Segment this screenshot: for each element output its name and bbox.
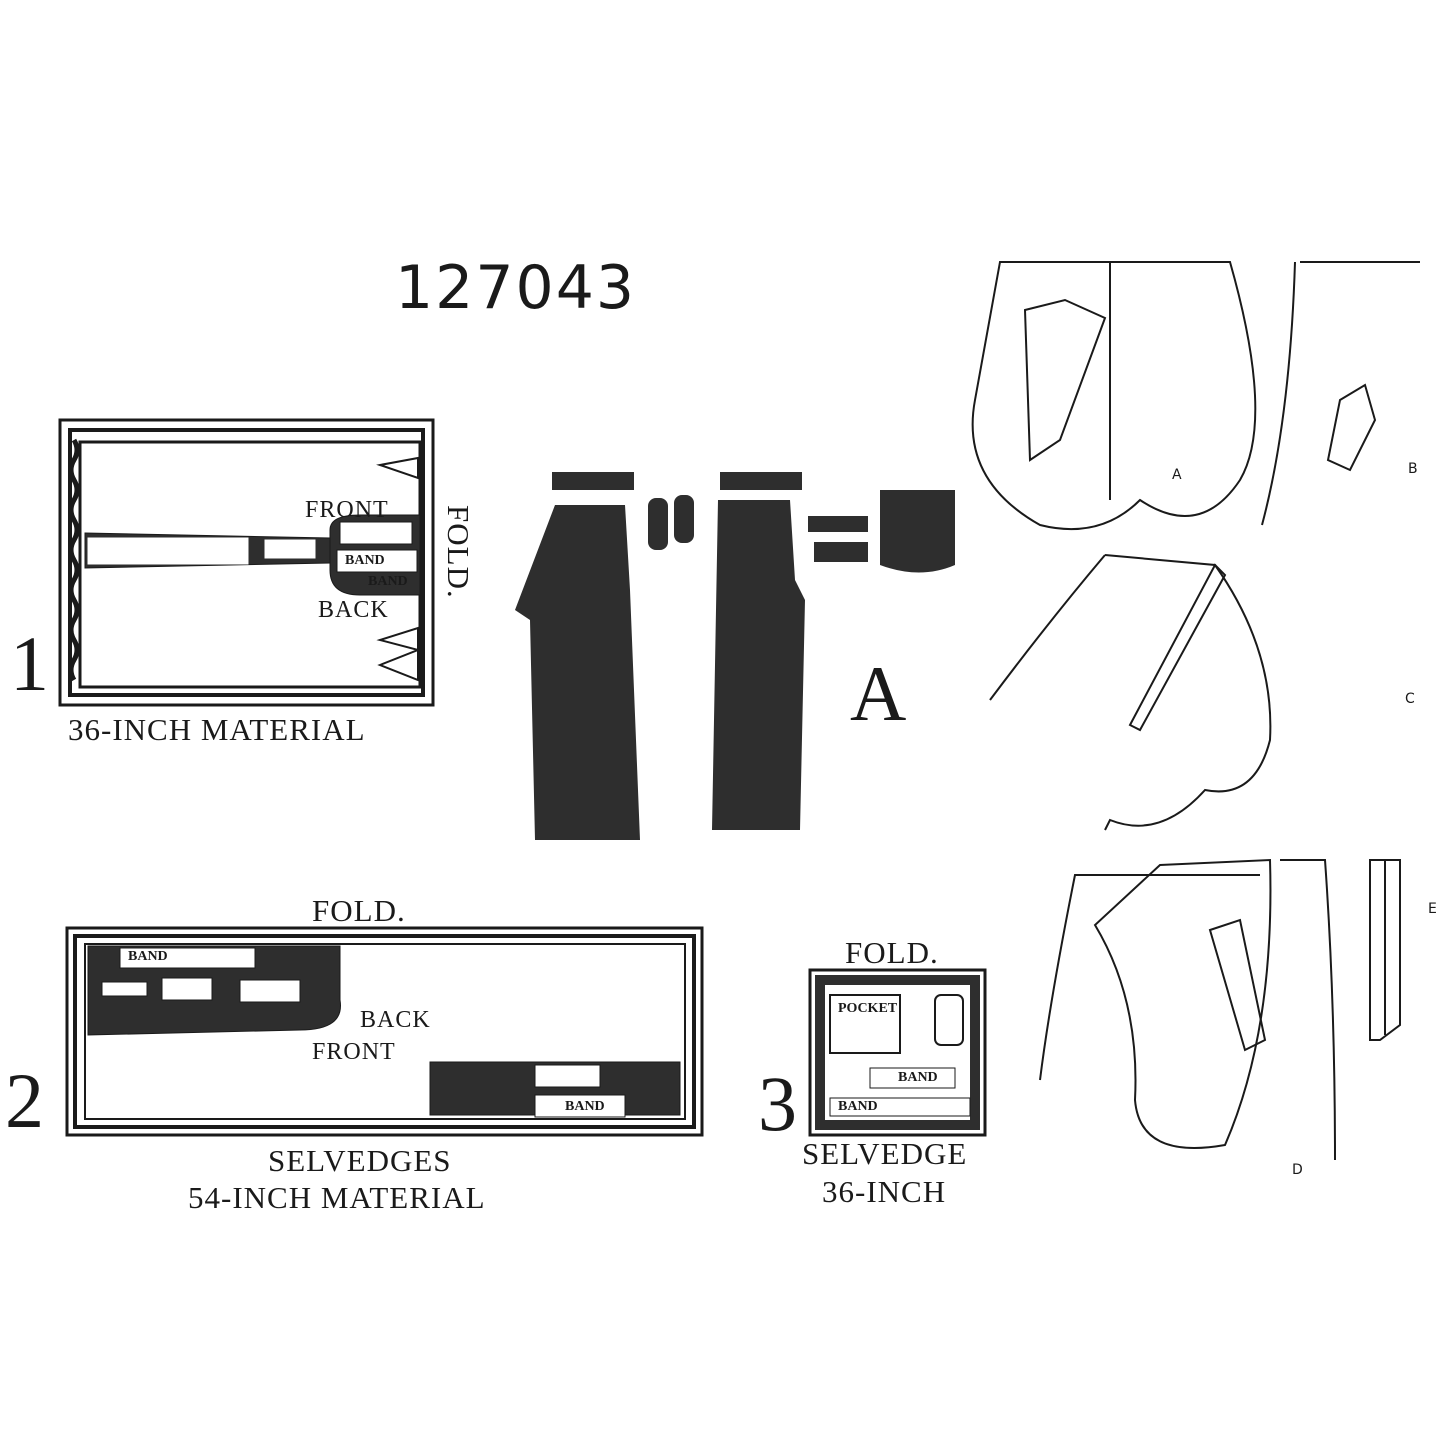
detail-label-c: C bbox=[1405, 691, 1415, 707]
layout-2-caption-line1: SELVEDGES bbox=[268, 1143, 452, 1178]
detail-label-e: E bbox=[1428, 901, 1437, 917]
pattern-number: 127043 bbox=[395, 253, 637, 323]
piece-band: BAND bbox=[368, 574, 408, 589]
layout-3-number: 3 bbox=[758, 1060, 797, 1147]
layout-2-number: 2 bbox=[5, 1057, 44, 1144]
piece-front: FRONT bbox=[312, 1039, 396, 1065]
layout-3-fold-label: FOLD. bbox=[845, 935, 939, 970]
piece-band: BAND bbox=[838, 1099, 878, 1114]
piece-band: BAND bbox=[128, 949, 168, 964]
piece-band: BAND bbox=[898, 1070, 938, 1085]
layout-1-caption: 36-INCH MATERIAL bbox=[68, 712, 366, 747]
layout-3-caption-line2: 36-INCH bbox=[822, 1174, 947, 1209]
piece-band: BAND bbox=[565, 1099, 605, 1114]
layout-2-caption-line2: 54-INCH MATERIAL bbox=[188, 1180, 486, 1215]
layout-3-diagram bbox=[808, 968, 987, 1137]
layout-2-fold-label: FOLD. bbox=[312, 893, 406, 928]
piece-front: FRONT bbox=[305, 497, 389, 523]
detail-label-a: A bbox=[1172, 467, 1182, 483]
detail-label-d: D bbox=[1292, 1162, 1303, 1178]
layout-2-diagram bbox=[65, 926, 704, 1137]
layout-1-diagram bbox=[58, 418, 435, 707]
layout-1-fold-label: FOLD. bbox=[441, 505, 476, 599]
view-a-label: A bbox=[850, 650, 907, 737]
layout-3-caption-line1: SELVEDGE bbox=[802, 1136, 968, 1171]
piece-back: BACK bbox=[318, 597, 389, 623]
piece-back: BACK bbox=[360, 1007, 431, 1033]
piece-pocket: POCKET bbox=[838, 1001, 898, 1016]
piece-band: BAND bbox=[345, 553, 385, 568]
detail-drawings bbox=[971, 261, 1420, 1161]
view-a-trouser-pieces bbox=[515, 472, 955, 840]
layout-1-number: 1 bbox=[10, 620, 49, 707]
detail-label-b: B bbox=[1408, 461, 1418, 477]
